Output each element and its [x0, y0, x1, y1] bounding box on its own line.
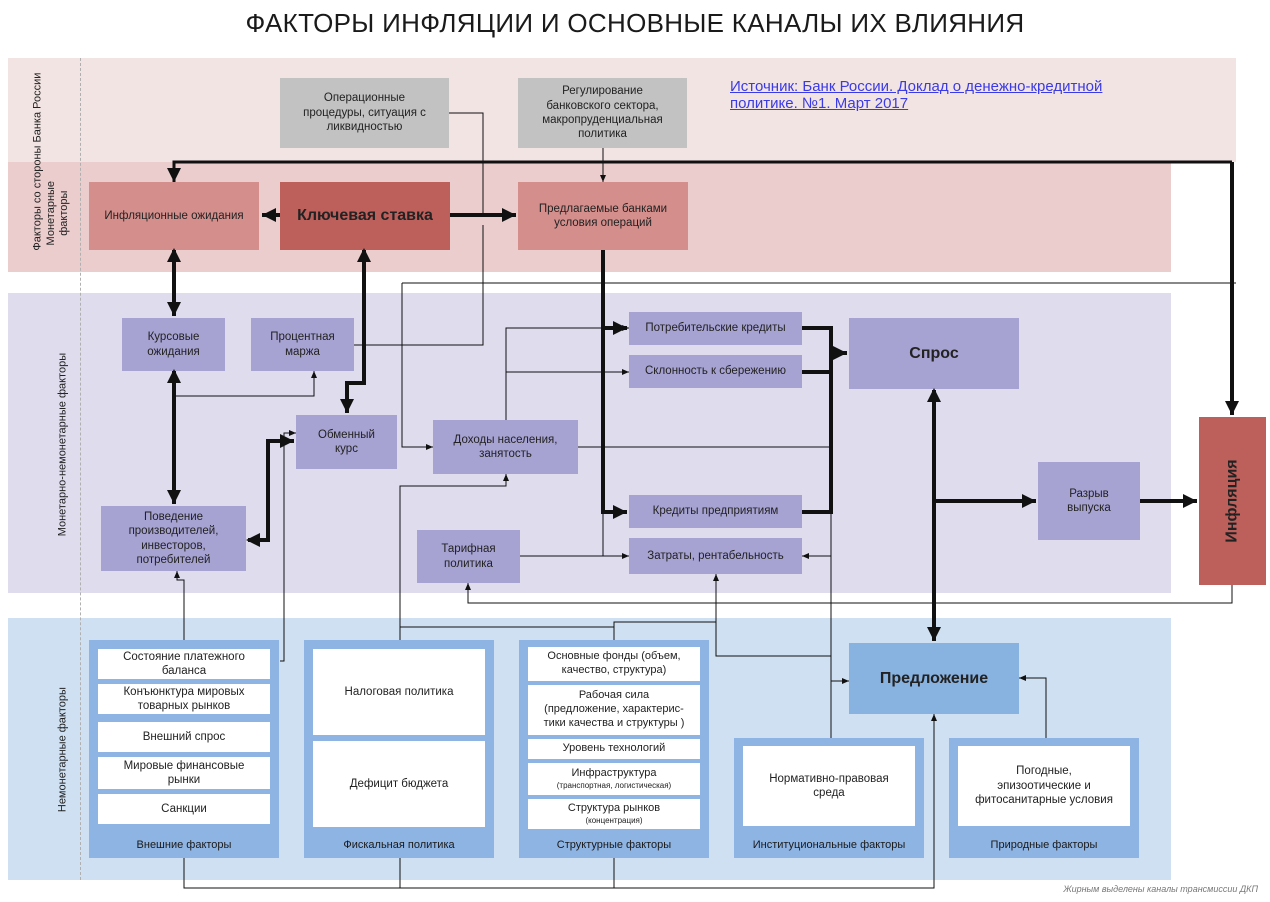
structural-markets-sub: (концентрация) [585, 815, 643, 825]
box-savings: Склонность к сбережению [629, 355, 802, 388]
institutional-label: Институциональные факторы [752, 839, 906, 851]
box-behavior: Поведение производителей, инвесторов, по… [101, 506, 246, 571]
external-item-sanctions: Санкции [98, 794, 270, 824]
structural-item-assets: Основные фонды (объем, качество, структу… [528, 647, 700, 681]
box-bank-terms: Предлагаемые банками условия операций [518, 182, 688, 250]
box-costs: Затраты, рентабельность [629, 538, 802, 574]
box-inflation-expectations: Инфляционные ожидания [89, 182, 259, 250]
structural-item-markets: Структура рынков (концентрация) [528, 799, 700, 829]
box-tariff: Тарифная политика [417, 530, 520, 583]
structural-infra-sub: (транспортная, логистическая) [556, 780, 672, 790]
external-item-commodity: Конъюнктура мировых товарных рынков [98, 684, 270, 714]
external-item-finmarkets: Мировые финансовые рынки [98, 757, 270, 789]
external-label: Внешние факторы [136, 839, 232, 851]
box-consumer-credit: Потребительские кредиты [629, 312, 802, 345]
box-key-rate: Ключевая ставка [280, 182, 450, 250]
external-item-balance: Состояние платежного баланса [98, 649, 270, 679]
structural-item-labor: Рабочая сила (предложение, характерис- т… [528, 685, 700, 735]
institutional-item-legal: Нормативно-правовая среда [743, 746, 915, 826]
group-institutional: Нормативно-правовая среда Институциональ… [734, 738, 924, 858]
structural-item-tech: Уровень технологий [528, 739, 700, 759]
structural-markets-title: Структура рынков [567, 802, 661, 815]
natural-item-weather: Погодные, эпизоотические и фитосанитарны… [958, 746, 1130, 826]
group-fiscal: Налоговая политика Дефицит бюджета Фиска… [304, 640, 494, 858]
box-inflation: Инфляция [1199, 417, 1266, 585]
box-demand: Спрос [849, 318, 1019, 389]
source-link[interactable]: Источник: Банк России. Доклад о денежно-… [730, 78, 1103, 113]
group-external: Состояние платежного баланса Конъюнктура… [89, 640, 279, 858]
fiscal-label: Фискальная политика [343, 839, 455, 851]
box-fx-expectations: Курсовые ожидания [122, 318, 225, 371]
box-operational: Операционные процедуры, ситуация с ликви… [280, 78, 449, 148]
box-income: Доходы населения, занятость [433, 420, 578, 474]
structural-item-infra: Инфраструктура (транспортная, логистичес… [528, 763, 700, 795]
group-structural: Основные фонды (объем, качество, структу… [519, 640, 709, 858]
box-output-gap: Разрыв выпуска [1038, 462, 1140, 540]
structural-label: Структурные факторы [556, 839, 672, 851]
page-title: ФАКТОРЫ ИНФЛЯЦИИ И ОСНОВНЫЕ КАНАЛЫ ИХ ВЛ… [245, 8, 1025, 38]
fiscal-item-tax: Налоговая политика [313, 649, 485, 735]
fiscal-item-deficit: Дефицит бюджета [313, 741, 485, 827]
group-natural: Погодные, эпизоотические и фитосанитарны… [949, 738, 1139, 858]
box-fx-rate: Обменный курс [296, 415, 397, 469]
natural-label: Природные факторы [990, 839, 1098, 851]
structural-infra-title: Инфраструктура [571, 767, 657, 780]
external-item-demand: Внешний спрос [98, 722, 270, 752]
box-interest-margin: Процентная маржа [251, 318, 354, 371]
box-corp-credit: Кредиты предприятиям [629, 495, 802, 528]
box-regulation: Регулирование банковского сектора, макро… [518, 78, 687, 148]
box-supply: Предложение [849, 643, 1019, 714]
footnote: Жирным выделены каналы трансмиссии ДКП [1063, 884, 1258, 894]
dashed-separator [80, 58, 81, 880]
